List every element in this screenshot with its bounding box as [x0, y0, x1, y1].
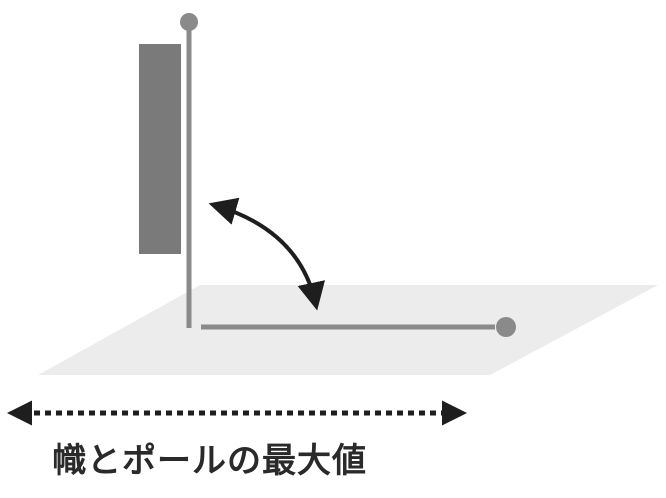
rotation-arrow — [208, 197, 326, 311]
vertical-pole-top-knob — [180, 13, 198, 31]
floor-plane — [38, 285, 658, 375]
diagram-caption: 幟とポールの最大値 — [52, 441, 367, 481]
flag-banner — [139, 44, 181, 254]
horizontal-pole-end-knob — [496, 317, 516, 337]
